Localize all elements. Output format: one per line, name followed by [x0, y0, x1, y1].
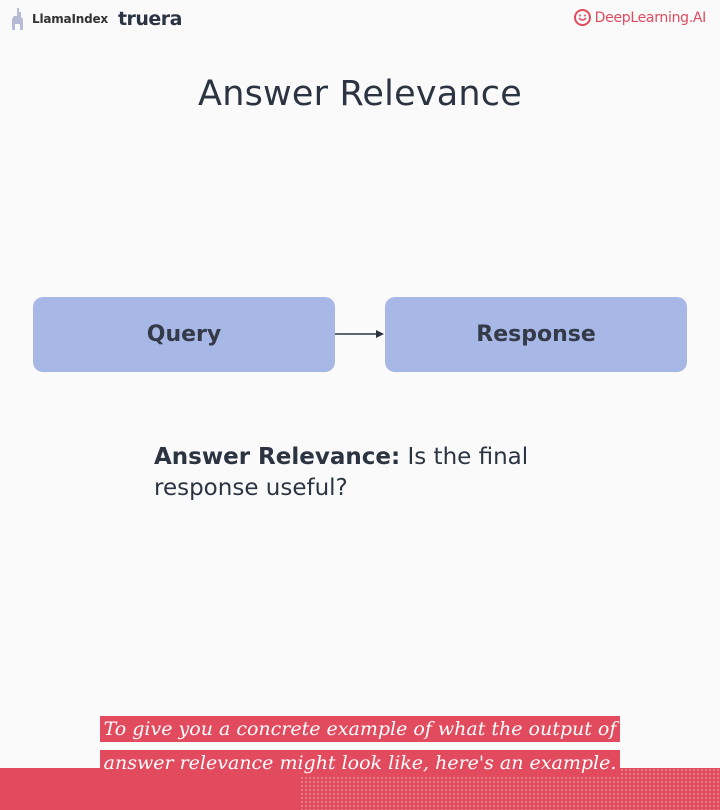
- deeplearning-logo: DeepLearning.AI: [573, 9, 707, 26]
- answer-relevance-description: Answer Relevance: Is the final response …: [154, 442, 594, 504]
- slide-title: Answer Relevance: [198, 74, 522, 114]
- response-box: Response: [385, 297, 687, 372]
- deeplearning-icon: [573, 9, 591, 26]
- partner-logos: LlamaIndex truera: [6, 6, 183, 32]
- deeplearning-logo-text: DeepLearning.AI: [594, 9, 707, 26]
- top-bar: LlamaIndex truera DeepLearning.AI: [0, 0, 720, 40]
- truera-logo-text: truera: [117, 8, 183, 30]
- llama-icon: [12, 8, 23, 30]
- description-text: Is the final response useful?: [154, 444, 529, 501]
- arrow-icon: [335, 330, 384, 338]
- subtitle-text: To give you a concrete example of what t…: [99, 716, 621, 776]
- video-subtitle: To give you a concrete example of what t…: [96, 712, 624, 780]
- llamaindex-logo-text: LlamaIndex: [32, 12, 108, 26]
- query-label: Query: [146, 322, 222, 347]
- description-term: Answer Relevance:: [154, 444, 401, 470]
- response-label: Response: [476, 322, 596, 347]
- query-box: Query: [33, 297, 335, 372]
